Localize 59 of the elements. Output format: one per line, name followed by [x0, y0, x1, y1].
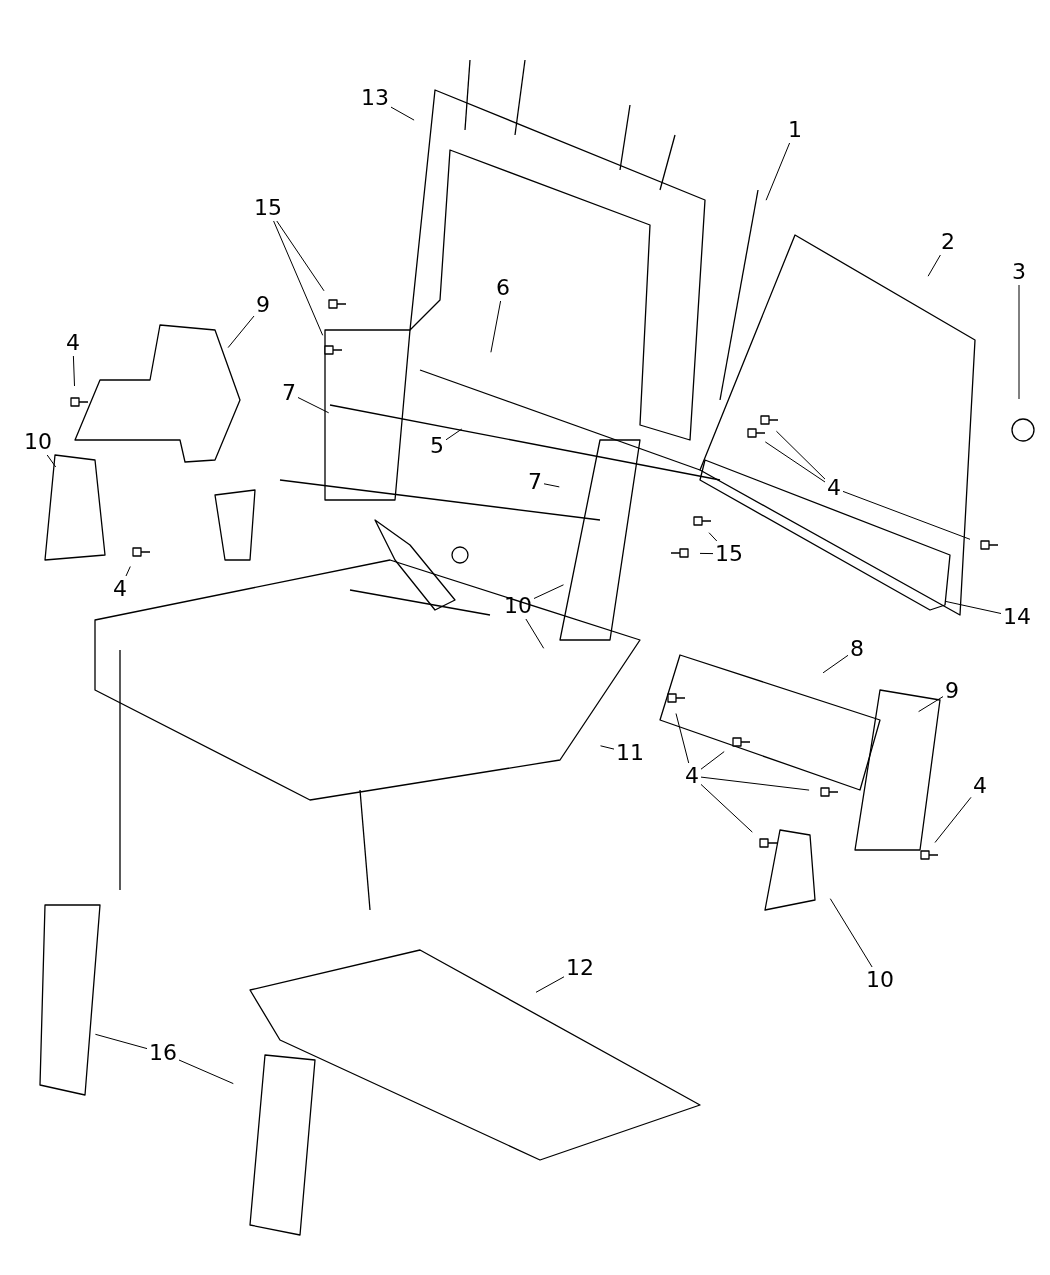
callout-number: 10 [24, 430, 52, 454]
callout-number: 1 [788, 118, 802, 142]
leader-line [842, 490, 971, 540]
leader-line [273, 220, 324, 336]
leader-line [297, 397, 330, 414]
callout-number: 4 [113, 577, 127, 601]
leader-line [699, 552, 714, 555]
leader-line [700, 776, 810, 791]
callout-number: 9 [945, 679, 959, 703]
callout-number: 4 [685, 764, 699, 788]
callout-number: 4 [973, 774, 987, 798]
leader-line [700, 783, 753, 833]
callout-number: 15 [715, 542, 743, 566]
leader-line [700, 751, 725, 770]
callout-number: 4 [66, 331, 80, 355]
leader-line [765, 142, 791, 201]
callout-number: 2 [941, 230, 955, 254]
leader-line [46, 454, 57, 468]
leader-line [178, 1059, 234, 1085]
leader-line [934, 796, 972, 843]
leader-line [390, 106, 415, 121]
leader-line [125, 566, 131, 577]
leader-line [708, 532, 718, 542]
leader-line [543, 483, 560, 488]
callout-number: 9 [256, 293, 270, 317]
callout-number: 11 [616, 741, 644, 765]
callout-number: 6 [496, 276, 510, 300]
callout-number: 12 [566, 956, 594, 980]
callout-number: 14 [1003, 605, 1031, 629]
leader-line [525, 618, 545, 649]
callout-number: 16 [149, 1041, 177, 1065]
callout-number: 4 [827, 476, 841, 500]
leader-line [927, 254, 941, 277]
leader-line [445, 428, 463, 441]
leader-line [276, 220, 325, 292]
callout-number: 7 [528, 470, 542, 494]
leader-line [94, 1033, 148, 1050]
leader-line [227, 315, 255, 349]
leader-line [600, 745, 615, 750]
callout-number: 10 [866, 968, 894, 992]
callout-number: 7 [282, 381, 296, 405]
leader-line [490, 300, 502, 353]
callout-number: 8 [850, 637, 864, 661]
leader-line [764, 441, 826, 483]
leader-line [822, 654, 849, 674]
callout-number: 5 [430, 434, 444, 458]
leader-line [945, 600, 1002, 614]
leader-line [1018, 284, 1020, 400]
callout-number: 13 [361, 86, 389, 110]
leader-line [775, 430, 826, 480]
callout-number: 10 [504, 594, 532, 618]
leader-line [829, 898, 873, 968]
leader-line [918, 696, 944, 713]
leader-line [535, 976, 565, 993]
callout-number: 15 [254, 196, 282, 220]
leader-line [675, 713, 690, 764]
leader-line [72, 355, 75, 387]
leader-line [533, 584, 564, 599]
callout-number: 3 [1012, 260, 1026, 284]
